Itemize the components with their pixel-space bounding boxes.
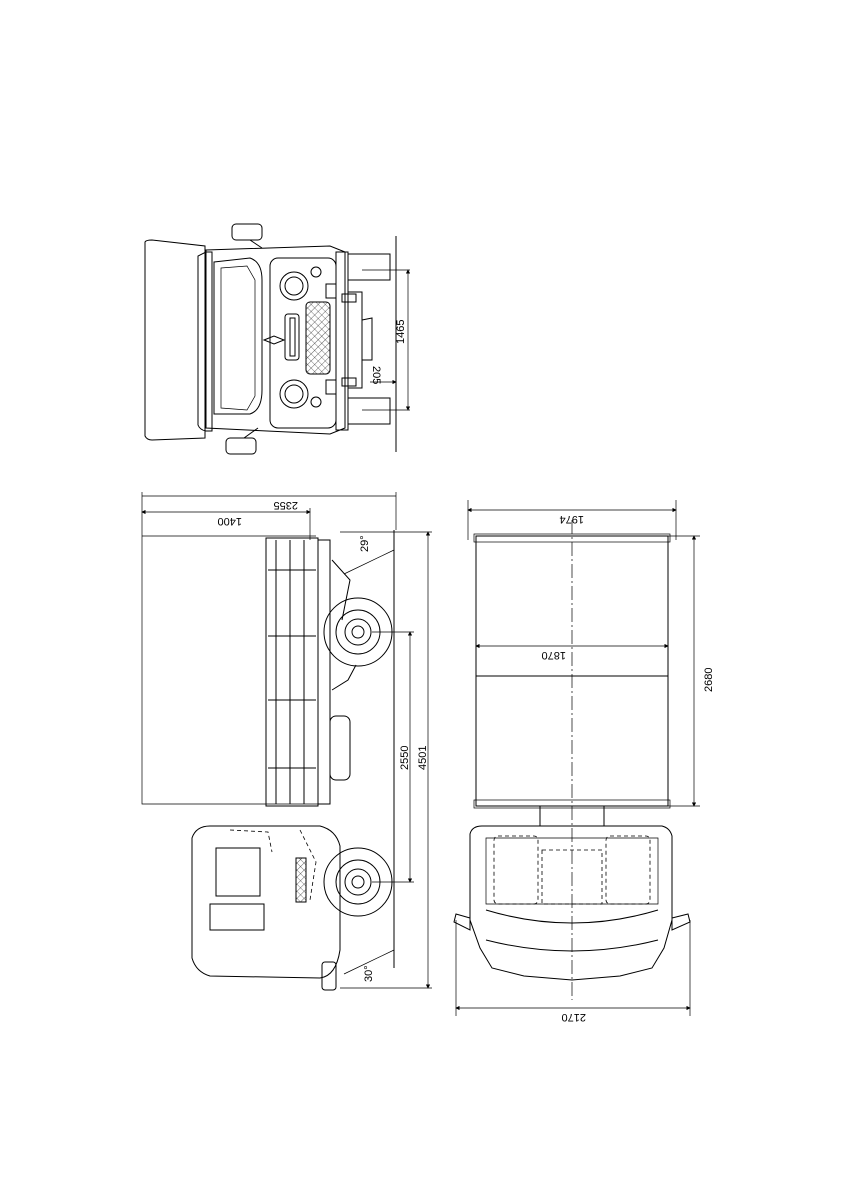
front-clearance-label: 205 (370, 366, 382, 384)
side-approach-angle-label: 30° (363, 965, 375, 982)
top-view (454, 500, 700, 1016)
side-wheelbase-label: 2550 (399, 746, 411, 770)
front-view (145, 224, 410, 454)
top-outer-width-label: 1974 (560, 513, 584, 525)
side-rear-overhang-label: 1400 (218, 515, 242, 527)
front-width-label: 1465 (395, 320, 407, 344)
top-bed-length-label: 2680 (703, 668, 715, 692)
side-overall-length-top: 2355 (274, 499, 298, 511)
side-overall-length-label: 4501 (417, 746, 429, 770)
side-view (142, 492, 432, 990)
side-departure-angle-label: 29° (359, 535, 371, 552)
top-mirror-width-label: 2170 (562, 1011, 586, 1023)
top-inner-width-label: 1870 (542, 649, 566, 661)
